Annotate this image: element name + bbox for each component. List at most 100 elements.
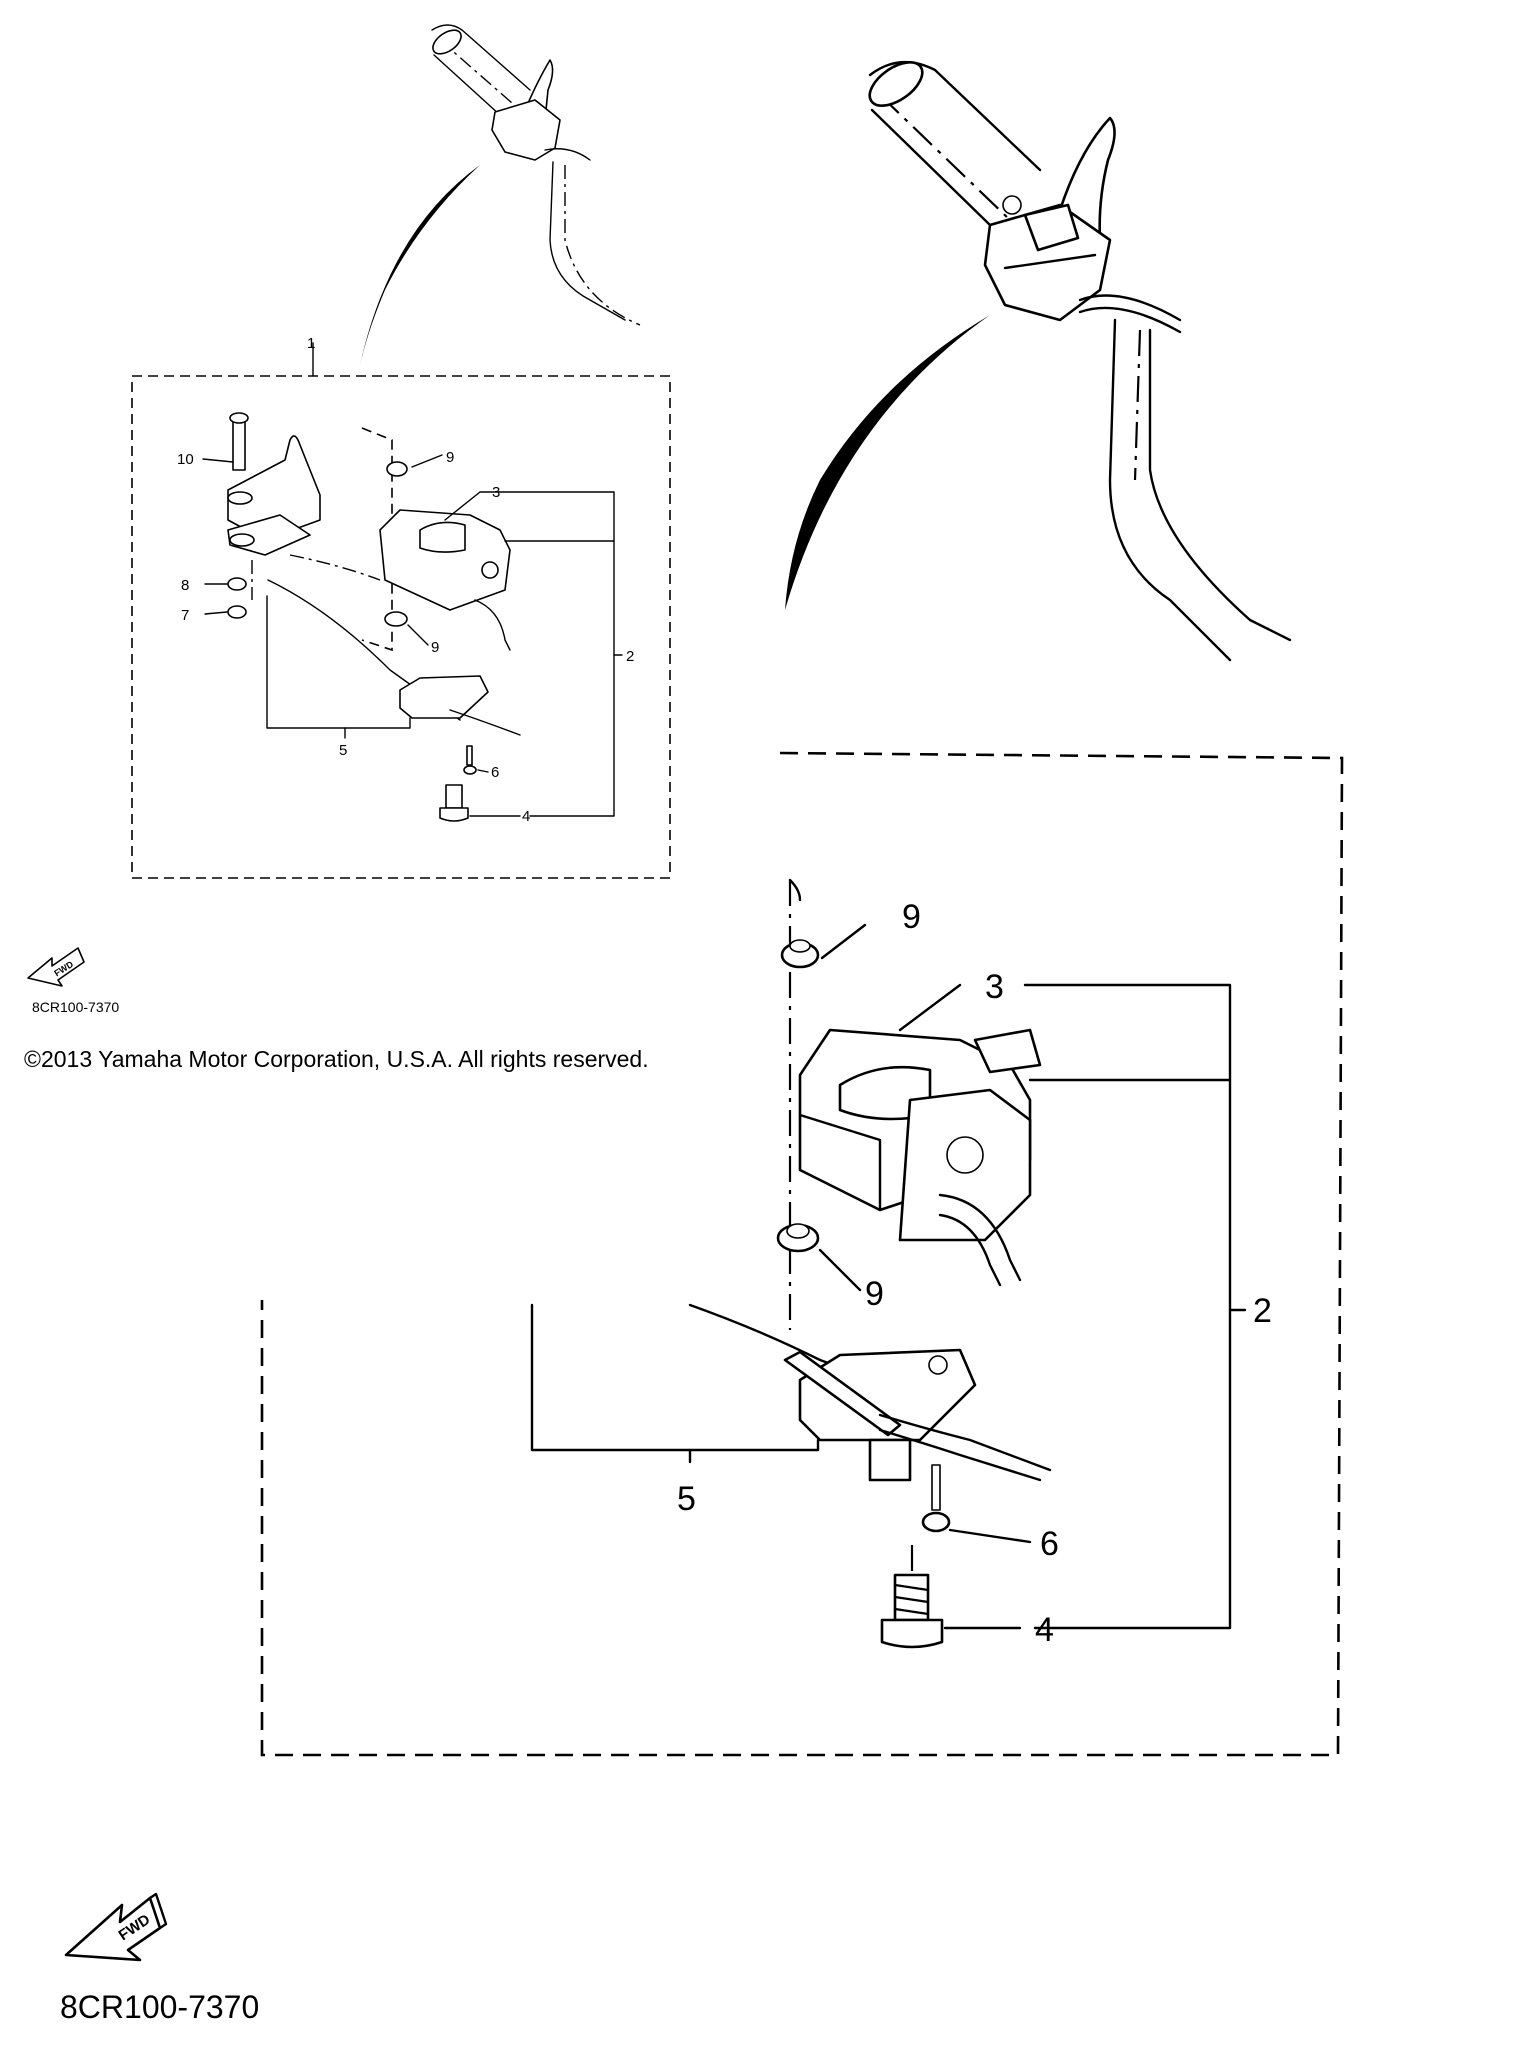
small-callouts: 1 10 9 3 8 7 9 2 5 6 4 [177, 335, 634, 825]
small-cable-loop [544, 148, 591, 161]
small-screw-6 [466, 745, 473, 766]
callout-inset-4: 4 [522, 808, 530, 825]
small-grip-cap [432, 29, 462, 55]
housing-cap [1023, 203, 1080, 252]
callout-main-2: 2 [1253, 1292, 1272, 1330]
large-leader-lines [530, 923, 1247, 1630]
large-sensor-plate [868, 1438, 912, 1482]
large-callouts: 9 3 2 9 5 6 4 [677, 898, 1272, 1649]
large-screw-6-head [921, 1511, 951, 1533]
large-assembly-boundary [260, 751, 1344, 1757]
leader-9-top [820, 923, 867, 960]
small-bolt-10 [232, 417, 246, 471]
large-screw-6-shaft [931, 1464, 941, 1511]
small-switch-body [379, 509, 511, 611]
small-leader-7 [204, 611, 228, 615]
large-bolt-4-head [880, 1618, 944, 1649]
callout-main-6: 6 [1040, 1525, 1059, 1563]
small-assembly-boundary [131, 375, 671, 879]
leader-9-bottom [818, 1248, 862, 1292]
small-housing [491, 99, 561, 161]
large-exploded-parts [688, 878, 1052, 1649]
callout-inset-10: 10 [177, 451, 194, 468]
small-long-cable [267, 579, 461, 721]
fwd-arrow-large-depth [148, 1892, 168, 1930]
large-switch-clip [973, 1028, 1042, 1074]
large-chain-top [788, 878, 802, 902]
small-bolt-4 [445, 784, 463, 809]
large-sensor-wire-1 [878, 1413, 1052, 1472]
grip-bottom-edge [870, 108, 992, 227]
small-leader-lines [202, 454, 623, 817]
small-guide-cable [289, 554, 381, 581]
small-switch-button [419, 521, 466, 553]
large-handlebar-view [785, 60, 1292, 662]
large-sensor-arm [783, 1350, 902, 1437]
small-grip-centerline [439, 39, 521, 111]
handlebar-tube-left [1108, 318, 1232, 662]
cable-wrap-1 [1078, 294, 1182, 322]
copyright-notice: ©2013 Yamaha Motor Corporation, U.S.A. A… [24, 1046, 649, 1072]
housing-seam [1003, 253, 1097, 270]
callout-main-5: 5 [677, 1480, 696, 1518]
small-leader-9-top [411, 454, 443, 468]
large-sensor-screw-hole [928, 1355, 948, 1375]
callout-main-4: 4 [1035, 1611, 1054, 1649]
small-bar-centerline [564, 165, 641, 326]
small-bolt-4-head [439, 807, 469, 822]
fwd-arrow-small-icon [27, 947, 85, 987]
callout-inset-8: 8 [181, 577, 189, 594]
diagram-code-small: 8CR100-7370 [32, 999, 119, 1015]
leader-6 [948, 1528, 1032, 1544]
small-hull-curve [360, 165, 480, 365]
small-washer-7 [227, 605, 247, 619]
handlebar-centerline [1133, 329, 1142, 481]
diagram-code-large: 8CR100-7370 [60, 1989, 259, 2025]
small-leader-6 [477, 769, 489, 773]
large-washer-9-bottom-hole [786, 1223, 810, 1239]
small-bar-left [549, 161, 626, 321]
small-bracket-5 [266, 595, 411, 729]
small-exploded-parts [227, 412, 521, 822]
callout-inset-3: 3 [492, 484, 500, 501]
small-bracket-2 [444, 491, 615, 817]
large-switch-edge [798, 1113, 882, 1212]
fwd-arrow-large-icon [64, 1896, 162, 1962]
small-handlebar-view [360, 24, 641, 365]
fwd-arrow-small: FWD [27, 947, 85, 987]
callout-inset-7: 7 [181, 607, 189, 624]
small-grip-top [431, 24, 531, 91]
small-bracket-hole-bottom [229, 533, 255, 547]
small-switch-cable [474, 599, 511, 651]
small-leader-10 [202, 458, 234, 463]
grip-centerline [879, 94, 1011, 221]
large-sensor-wire-2 [878, 1428, 1042, 1482]
throttle-lever [1058, 116, 1116, 242]
large-sensor-body [798, 1348, 977, 1442]
housing-screw [1002, 195, 1022, 215]
large-switch-cable-2 [938, 1213, 1002, 1287]
small-sensor-body [399, 675, 489, 719]
small-bolt-10-head [229, 412, 249, 424]
small-lever-bracket [227, 435, 321, 541]
large-long-cable [688, 1303, 932, 1402]
callout-inset-1: 1 [307, 335, 315, 352]
cable-wrap-2 [1078, 306, 1182, 334]
small-washer-9-bottom [384, 611, 408, 627]
small-bracket-hole-top [227, 491, 253, 505]
small-grip-bottom [433, 54, 501, 116]
callout-main-9-top: 9 [902, 898, 921, 936]
small-screw-6-head [463, 765, 477, 775]
small-washer-8 [227, 577, 247, 591]
large-bolt-4-threads [893, 1583, 930, 1616]
callout-main-3: 3 [985, 968, 1004, 1006]
callout-inset-9-bottom: 9 [431, 639, 439, 656]
callout-inset-5: 5 [339, 742, 347, 759]
hull-curve [785, 315, 990, 610]
bracket-5 [530, 1303, 820, 1452]
small-switch-hole [481, 561, 499, 579]
callout-inset-6: 6 [491, 764, 499, 781]
large-switch-cable-1 [938, 1193, 1022, 1282]
